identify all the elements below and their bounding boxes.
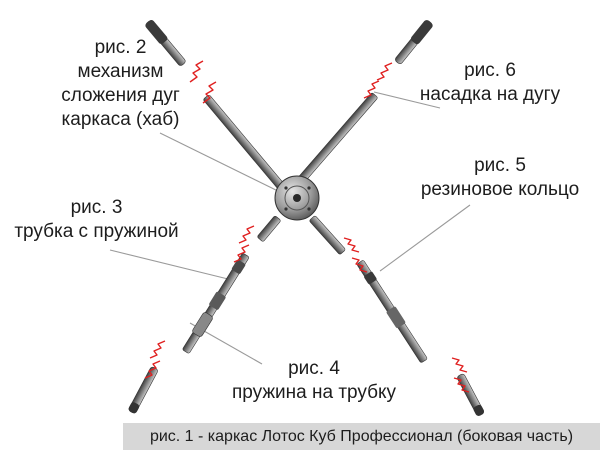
leader-line-tip (373, 91, 441, 109)
leader-line-hub (159, 132, 283, 194)
leader-lines (109, 91, 471, 365)
label-hub-line-4: каркаса (хаб) (61, 109, 180, 130)
arm-upper-left-tip (145, 20, 186, 66)
arm-lower-right-upper-segment (309, 215, 346, 255)
leader-line-tube (109, 249, 229, 280)
label-hub-line-1: рис. 2 (94, 37, 147, 58)
arm-lower-right-end (457, 373, 485, 416)
red-zigzag-break-icon (149, 340, 166, 359)
arm-lower-left-end (128, 366, 158, 414)
red-zigzag-break-icon (363, 80, 380, 99)
red-zigzag-break-icon (233, 244, 250, 263)
label-ring-line-2: резиновое кольцо (420, 179, 580, 200)
label-spring-line-1: рис. 4 (288, 358, 340, 379)
arm-lower-left-spring-tube (182, 253, 249, 354)
label-spring-line-2: пружина на трубку (231, 382, 397, 403)
red-zigzag-break-icon (189, 60, 204, 83)
red-zigzag-break-icon (238, 225, 255, 244)
label-tip-line-2: насадка на дугу (419, 84, 561, 105)
folding-hub-icon (274, 175, 320, 221)
arm-lower-right-tube (357, 260, 428, 363)
red-zigzag-break-icon (451, 357, 468, 373)
figure-caption: рис. 1 - каркас Лотос Куб Профессионал (… (123, 423, 600, 450)
label-tube-line-2: трубка с пружиной (14, 221, 179, 242)
red-zigzag-break-icon (202, 81, 217, 104)
label-spring: рис. 4 пружина на трубку (224, 357, 404, 405)
label-tube: рис. 3 трубка с пружиной (0, 196, 193, 244)
label-tip: рис. 6 насадка на дугу (390, 59, 590, 107)
label-hub-line-3: сложения дуг (61, 85, 180, 106)
red-zigzag-break-icon (453, 377, 470, 393)
label-hub-line-2: механизм (77, 61, 164, 82)
label-tip-line-1: рис. 6 (464, 60, 516, 81)
label-ring: рис. 5 резиновое кольцо (405, 154, 595, 202)
leader-line-ring (379, 204, 471, 272)
arm-upper-right-tip (395, 20, 433, 65)
arm-upper-right (297, 92, 378, 184)
arm-lower-left-upper-segment (257, 215, 281, 242)
red-zigzag-break-icon (376, 62, 393, 81)
red-zigzag-break-icon (351, 257, 368, 273)
label-tube-line-1: рис. 3 (70, 197, 123, 218)
label-hub: рис. 2 механизм сложения дуг каркаса (ха… (18, 36, 223, 132)
red-zigzag-break-icon (144, 360, 161, 379)
red-zigzag-break-icon (343, 237, 360, 253)
label-ring-line-1: рис. 5 (474, 155, 526, 176)
